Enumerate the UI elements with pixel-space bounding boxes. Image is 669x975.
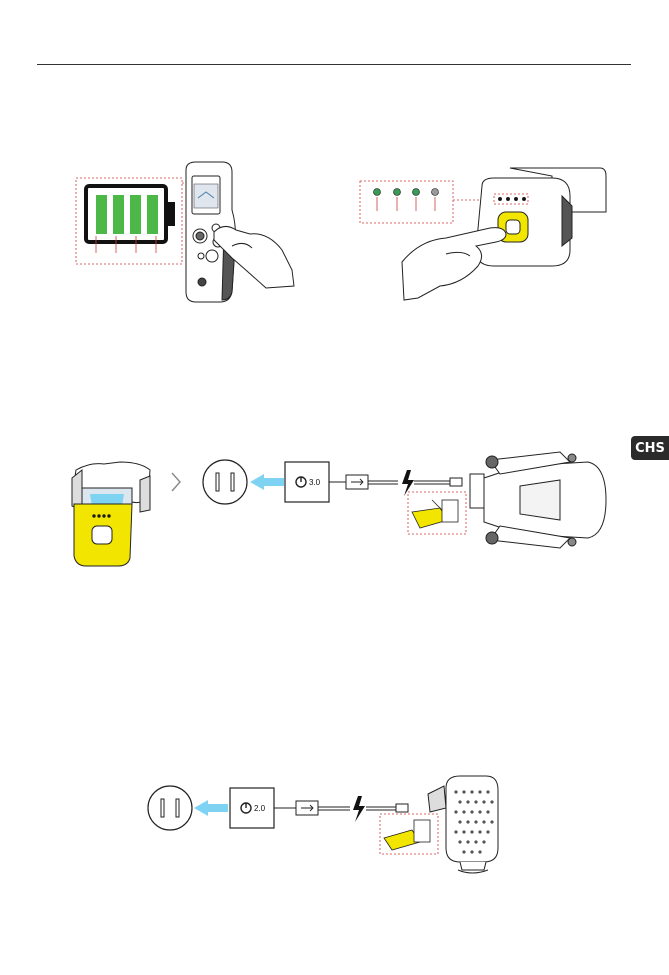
usb-symbol-icon-2 (296, 801, 318, 815)
gimbal-device-illustration (428, 776, 498, 873)
lightning-icon-2 (353, 796, 365, 822)
wall-socket-icon-2 (148, 786, 192, 830)
plug-arrow-2 (194, 800, 228, 816)
charger-b-label: 2.0 (254, 804, 266, 813)
usb-charger-icon-2 (230, 788, 274, 828)
